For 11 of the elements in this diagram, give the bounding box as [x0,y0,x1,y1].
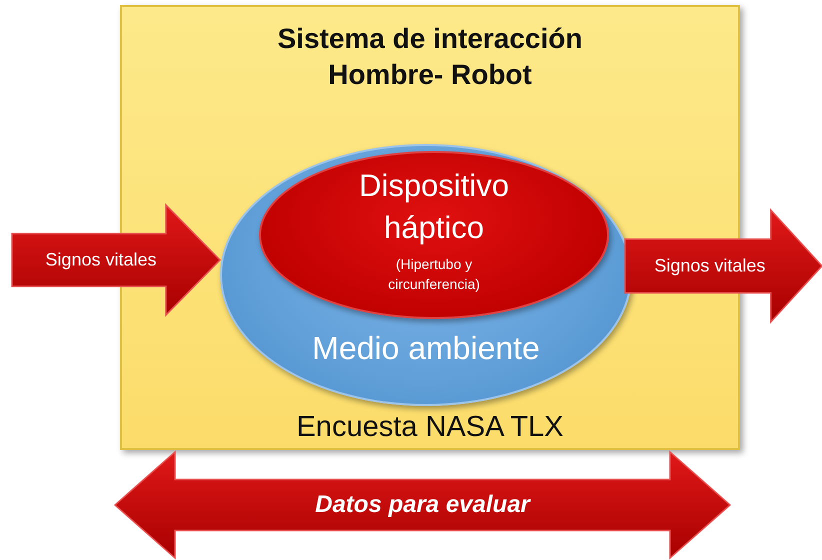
arrow-label: Signos vitales [654,256,766,276]
device-note: (Hipertubo y circunferencia) [387,255,481,294]
block-arrow [12,205,220,315]
environment-label: Medio ambiente [312,330,540,367]
block-arrow [625,210,822,322]
arrow-label: Datos para evaluar [315,491,530,519]
double-block-arrow [115,452,730,558]
arrow-label: Signos vitales [45,250,156,270]
system-title: Sistema de interacción Hombre- Robot [276,22,584,92]
device-title: Dispositivo háptico [358,167,510,247]
survey-label: Encuesta NASA TLX [296,411,564,444]
